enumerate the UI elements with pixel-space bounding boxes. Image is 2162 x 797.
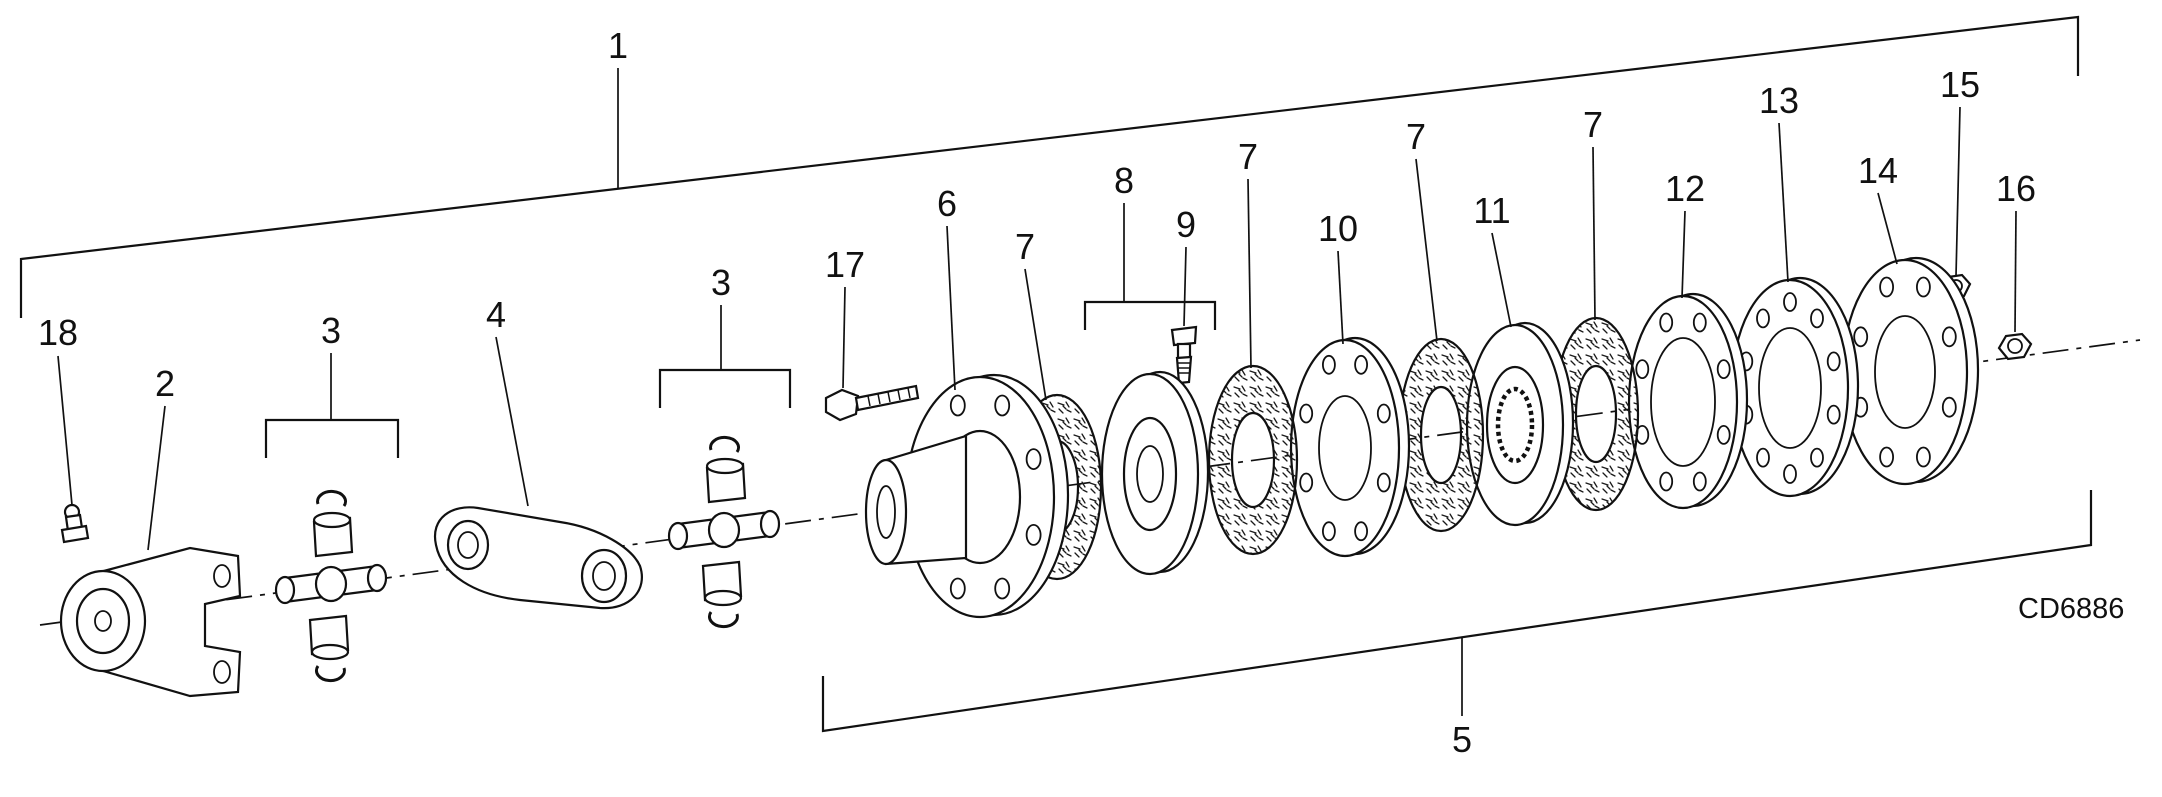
callout-12: 12 — [1665, 168, 1705, 209]
callout-3a: 3 — [321, 310, 341, 351]
callout-5: 5 — [1452, 719, 1472, 760]
callout-4: 4 — [486, 294, 506, 335]
part-10-pressure-plate — [1289, 336, 1411, 558]
bolt-holes — [1853, 276, 1957, 468]
callout-11: 11 — [1473, 190, 1510, 231]
leader-line-4 — [495, 336, 529, 507]
part-13-flange-plate — [1730, 276, 1860, 498]
callout-7d: 7 — [1583, 104, 1603, 145]
callout-18: 18 — [38, 312, 78, 353]
part-3-u-joint-kit-b — [667, 435, 781, 629]
callout-13: 13 — [1759, 80, 1799, 121]
bracket-8 — [1083, 300, 1217, 330]
part-4-center-yoke — [433, 506, 643, 610]
bolt-holes — [1635, 312, 1731, 492]
part-7-friction-disc-c — [1397, 337, 1485, 533]
part-14-flange-plate-outer — [1841, 256, 1980, 486]
bolt-holes — [1299, 354, 1391, 542]
part-9-relief-fitting — [1170, 325, 1198, 385]
leader-line-7d — [1592, 146, 1596, 321]
leader-line-12 — [1681, 210, 1686, 299]
leader-line-11 — [1491, 232, 1512, 328]
part-16-shaft-nut — [1997, 332, 2033, 361]
callout-7a: 7 — [1015, 226, 1035, 267]
part-11-splined-hub-disc — [1465, 321, 1575, 527]
callout-9: 9 — [1176, 204, 1196, 245]
part-3-u-joint-kit-a — [274, 489, 388, 683]
part-8-drive-disc — [1100, 370, 1210, 576]
callout-14: 14 — [1858, 150, 1898, 191]
callout-8: 8 — [1114, 160, 1134, 201]
part-2-end-yoke — [59, 546, 242, 698]
part-12-clamp-plate — [1627, 292, 1749, 510]
leader-line-6 — [946, 225, 956, 391]
bracket-3b — [658, 368, 792, 408]
callout-17: 17 — [825, 244, 865, 285]
bolt-head — [824, 388, 860, 422]
splined-bore — [1495, 386, 1535, 464]
figure-code: CD6886 — [2018, 593, 2124, 625]
leader-line-7c — [1415, 158, 1438, 342]
callout-7b: 7 — [1238, 136, 1258, 177]
leader-line-16 — [2014, 210, 2017, 333]
leader-line-13 — [1778, 122, 1789, 283]
leader-line-2 — [147, 405, 166, 551]
part-7-friction-disc-d — [1552, 316, 1640, 512]
leader-line-14 — [1877, 192, 1898, 265]
leader-line-17 — [842, 286, 846, 389]
leader-line-7b — [1247, 178, 1252, 369]
callout-2: 2 — [155, 363, 175, 404]
part-18-grease-fitting — [60, 503, 90, 544]
thread-marks — [867, 387, 911, 407]
callout-6: 6 — [937, 183, 957, 224]
callout-10: 10 — [1318, 208, 1358, 249]
leader-line-7a — [1024, 268, 1047, 401]
part-7-friction-disc-b — [1207, 364, 1299, 556]
bracket-assembly-1 — [19, 15, 2080, 318]
leader-line-18 — [57, 355, 73, 506]
leader-line-10 — [1337, 250, 1344, 345]
callout-15: 15 — [1940, 64, 1980, 105]
bracket-assembly-5 — [821, 490, 2093, 733]
part-6-companion-flange — [864, 373, 1070, 619]
callout-7c: 7 — [1406, 116, 1426, 157]
callout-3b: 3 — [711, 262, 731, 303]
bolt-shank — [854, 384, 920, 412]
leader-line-9 — [1183, 246, 1187, 327]
part-17-bolt — [824, 384, 920, 422]
callout-16: 16 — [1996, 168, 2036, 209]
leader-line-15 — [1955, 106, 1961, 277]
callout-1: 1 — [608, 25, 628, 66]
bracket-3a — [264, 418, 400, 458]
